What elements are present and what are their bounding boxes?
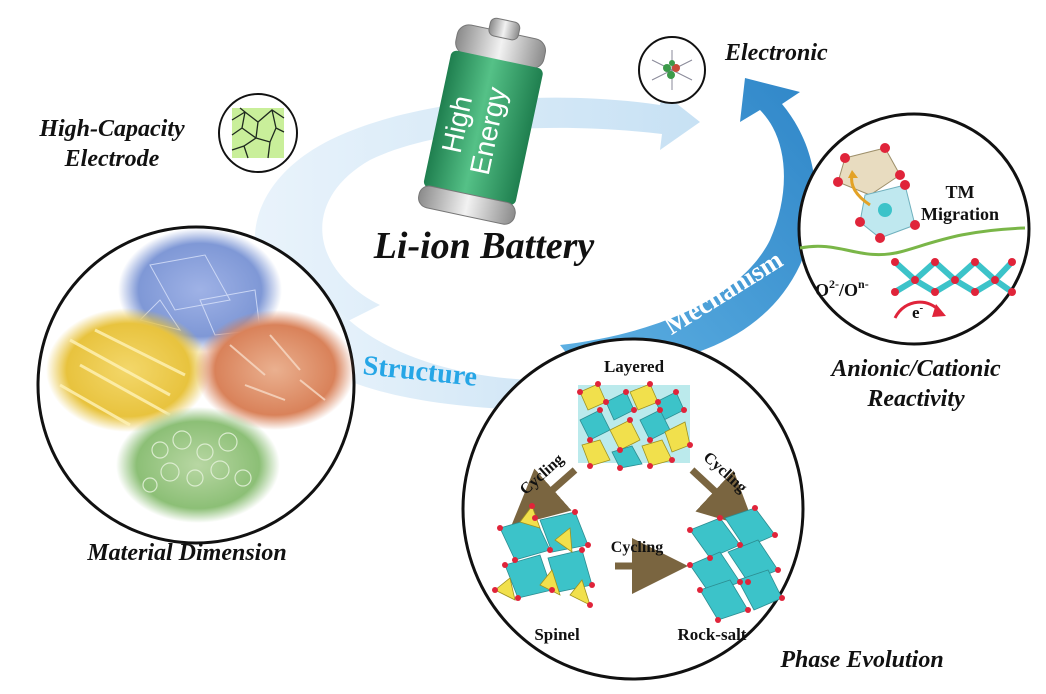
spinel-structure	[492, 503, 595, 608]
rocksalt-label: Rock-salt	[678, 625, 747, 644]
electronic-label: Electronic	[724, 40, 828, 66]
green-boundary-curve	[799, 226, 1026, 257]
layered-structure	[577, 381, 693, 471]
battery-icon: High Energy	[418, 17, 546, 225]
electronic-node	[638, 36, 706, 104]
electron-label: e-	[912, 302, 924, 322]
atom-icon	[651, 50, 693, 90]
anionic-label-line2: Reactivity	[866, 386, 965, 412]
green-nanoparticle-image	[116, 407, 280, 523]
electrode-network-image	[232, 108, 284, 158]
material-dimension-node	[36, 225, 356, 545]
cycling-arrow-right	[689, 467, 756, 530]
anionic-label-line1: Anionic/Cationic	[829, 356, 1001, 382]
oxygen-chain	[891, 257, 1016, 296]
material-dimension-label: Material Dimension	[86, 540, 286, 566]
center-title: Li-ion Battery	[373, 225, 595, 267]
high-capacity-label-line1: High-Capacity	[38, 116, 185, 142]
cycling-label-bottom: Cycling	[611, 539, 663, 556]
high-capacity-node	[218, 93, 298, 173]
tm-migration-polyhedra	[833, 143, 920, 243]
oxygen-redox-label: O2-/On-	[815, 277, 869, 300]
reactivity-node	[797, 112, 1031, 346]
tm-label-line2: Migration	[921, 204, 999, 224]
spinel-label: Spinel	[534, 625, 580, 644]
layered-label: Layered	[604, 357, 665, 376]
phase-evolution-node	[461, 337, 805, 681]
phase-evolution-label: Phase Evolution	[779, 647, 943, 673]
light-ring-arrow	[255, 92, 700, 330]
mechanism-arrow	[560, 78, 816, 370]
tm-label-line1: TM	[946, 182, 975, 202]
orange-nanoflake-image	[195, 310, 355, 430]
high-capacity-label-line2: Electrode	[64, 146, 160, 172]
cycling-arrow-left	[511, 467, 578, 527]
rocksalt-structure	[687, 505, 785, 623]
